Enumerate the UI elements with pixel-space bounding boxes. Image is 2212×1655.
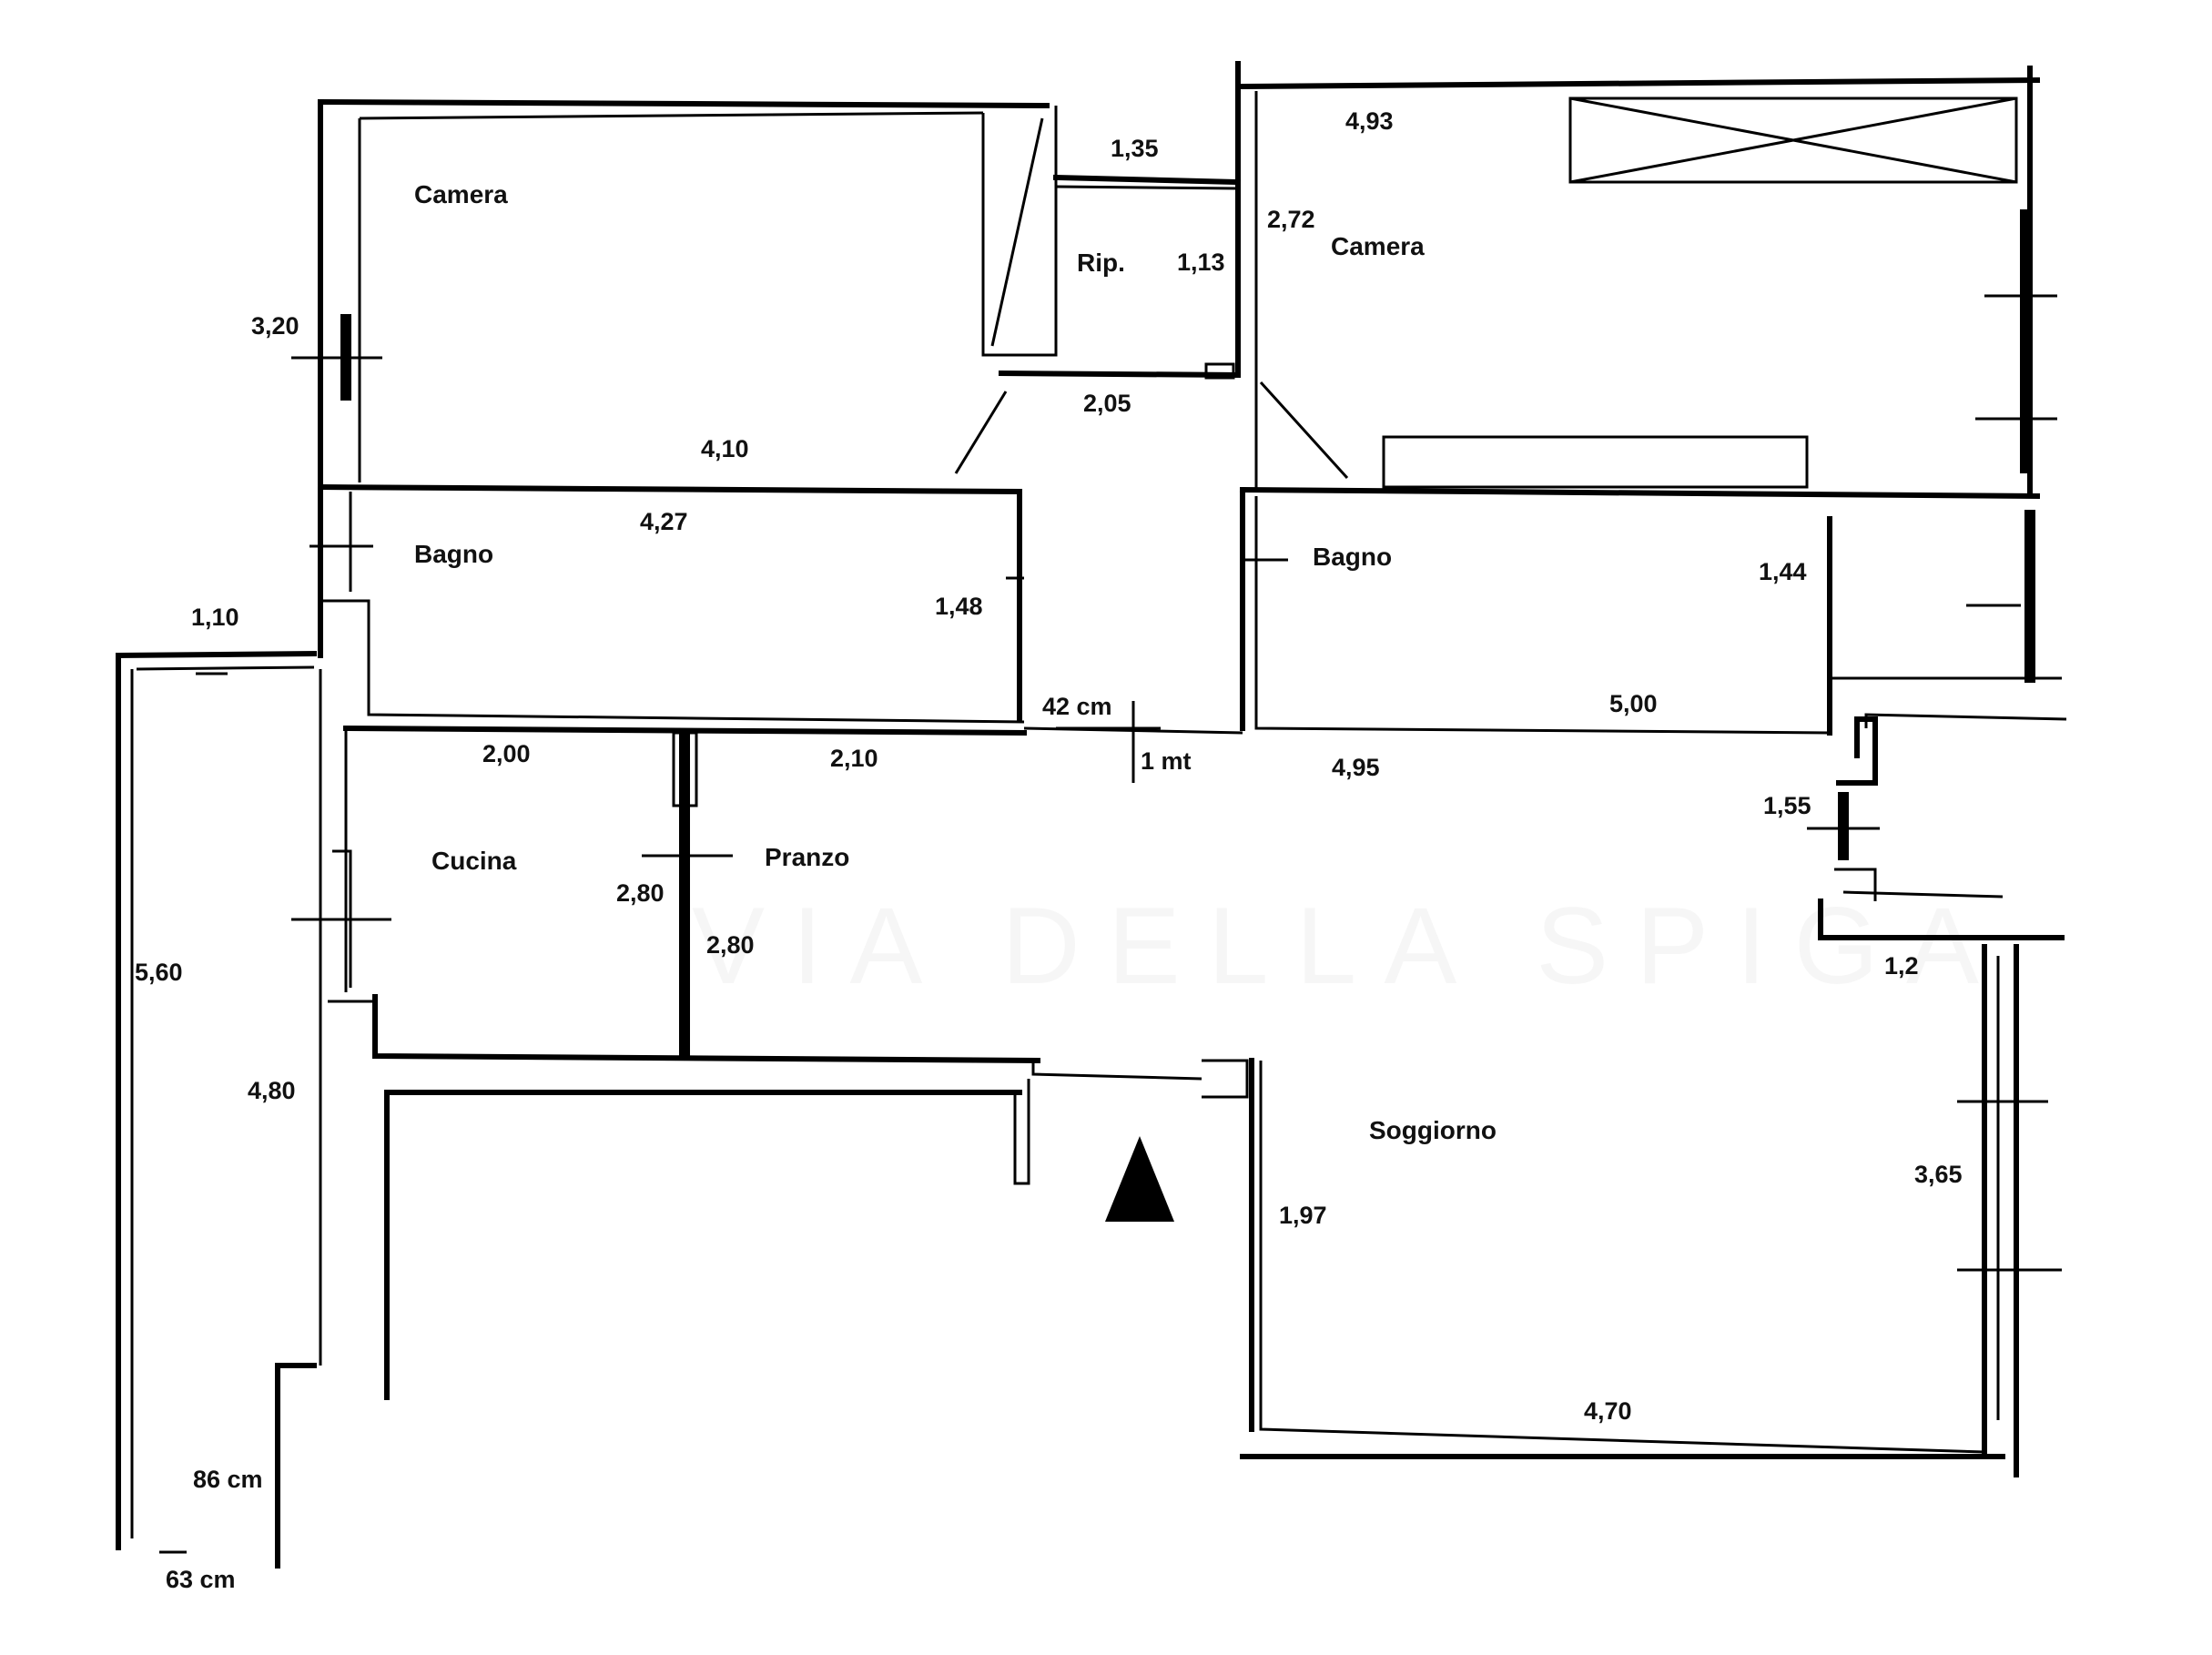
dimension-label: 1,97 [1279, 1202, 1327, 1229]
dimension-label: 1,48 [935, 593, 983, 620]
dimension-label: 2,05 [1083, 390, 1131, 417]
dimension-label: 2,10 [830, 745, 878, 772]
dimension-label: 4,95 [1332, 754, 1380, 781]
wall-bagno-left [309, 489, 1025, 724]
dimension-label: 3,65 [1914, 1161, 1963, 1188]
wall-camera-left [291, 98, 1058, 495]
dimension-label: 4,70 [1584, 1397, 1632, 1425]
dimension-label: 1,13 [1177, 249, 1225, 276]
dimension-label: 42 cm [1042, 693, 1112, 720]
room-label-bagno-right: Bagno [1313, 543, 1393, 571]
room-label-camera-left: Camera [414, 180, 508, 208]
dimension-label: 63 cm [166, 1566, 236, 1593]
room-label-camera-right: Camera [1331, 232, 1425, 260]
dimension-label: 4,10 [701, 435, 749, 462]
dimension-label: 1 mt [1141, 747, 1192, 775]
wall-cucina-pranzo [291, 669, 1041, 1366]
room-label-cucina: Cucina [431, 847, 517, 875]
room-label-ripostiglio: Rip. [1077, 249, 1125, 277]
room-label-bagno-left: Bagno [414, 540, 494, 568]
dimension-label: 5,00 [1609, 690, 1658, 717]
wall-bagno-right [1240, 489, 2062, 736]
room-label-pranzo: Pranzo [765, 843, 850, 871]
dimension-label: 1,35 [1111, 135, 1159, 162]
wall-ripostiglio [998, 61, 1242, 380]
dimension-label: 1,10 [191, 604, 239, 631]
dimension-label: 1,44 [1759, 558, 1807, 585]
wall-soggiorno [384, 713, 2067, 1477]
dimension-label: 86 cm [193, 1466, 263, 1493]
dimension-label: 1,2 [1884, 952, 1919, 980]
dimension-label: 4,27 [640, 508, 688, 535]
north-arrow-triangle-icon [1105, 1136, 1174, 1222]
wall-camera-right [954, 66, 2057, 500]
dimension-label: 2,00 [482, 740, 531, 767]
dimension-label: 2,80 [616, 879, 665, 907]
wall-corridor [1023, 701, 1243, 783]
dimension-label: 4,80 [248, 1077, 296, 1104]
dimension-label: 2,80 [706, 931, 755, 959]
wall-outer-left [115, 650, 318, 1569]
dimension-label: 1,55 [1763, 792, 1811, 819]
dimension-label: 3,20 [251, 312, 299, 340]
dimension-label: 4,93 [1345, 107, 1394, 135]
room-label-soggiorno: Soggiorno [1369, 1116, 1497, 1144]
dimension-label: 2,72 [1267, 206, 1315, 233]
dimension-label: 5,60 [135, 959, 183, 986]
